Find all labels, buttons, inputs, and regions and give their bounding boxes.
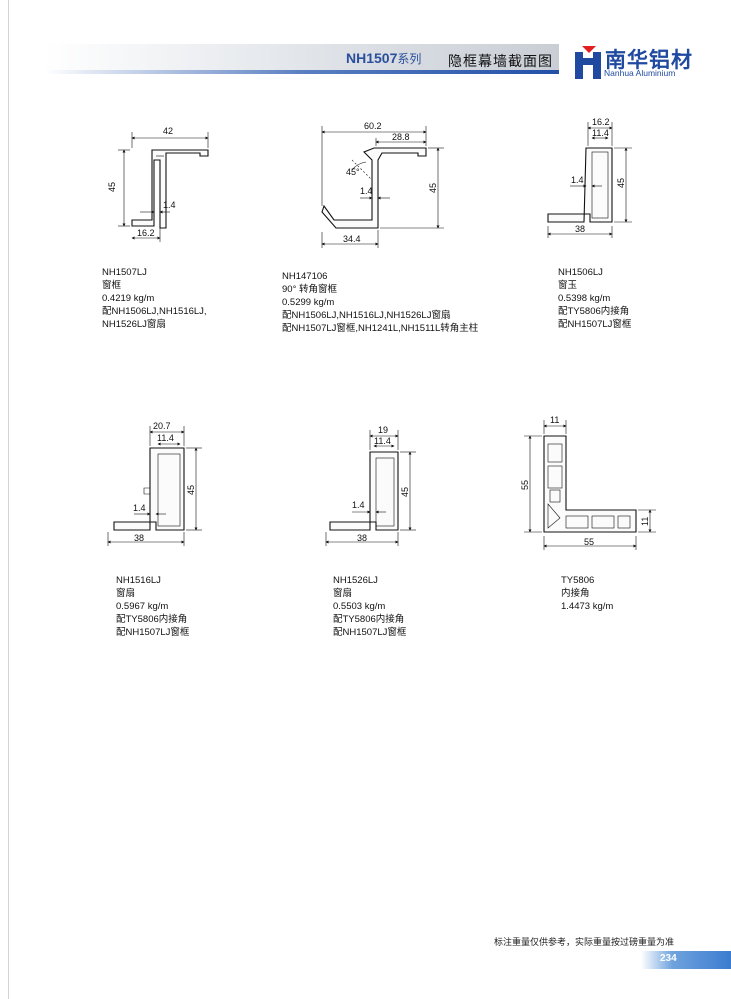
profile-code: TY5806	[561, 575, 595, 586]
dim-text: 45	[400, 487, 410, 497]
profile-nh147106-drawing	[321, 126, 444, 248]
dim-text: 45	[186, 485, 196, 495]
brand-name-cn: 南华铝材	[605, 49, 693, 72]
dim-text: 45	[616, 178, 626, 188]
profile-note: 配NH1506LJ,NH1516LJ,NH1526LJ窗扇	[282, 310, 451, 321]
profile-name: 90° 转角窗框	[282, 284, 338, 295]
profile-weight: 0.4219 kg/m	[102, 293, 155, 304]
series-label: NH1507系列	[346, 50, 421, 67]
profile-weight: 0.5967 kg/m	[116, 601, 169, 612]
dim-text: 1.4	[360, 186, 373, 196]
profile-ty5806-drawing	[524, 420, 656, 550]
series-code: NH1507	[346, 50, 398, 66]
dim-text: 11.4	[157, 433, 174, 443]
dim-text: 1.4	[133, 503, 146, 513]
profile-note: 配TY5806内接角	[558, 306, 630, 317]
profile-note: 配TY5806内接角	[333, 614, 405, 625]
dim-text: 1.4	[571, 175, 584, 185]
profile-nh1516lj-drawing	[107, 426, 202, 546]
dim-text: 60.2	[364, 121, 382, 131]
dim-text: 45°	[346, 167, 360, 177]
dim-text: 45	[428, 183, 438, 193]
dim-text: 11.4	[374, 436, 391, 446]
dim-text: 1.4	[163, 200, 176, 210]
dim-text: 55	[584, 537, 594, 547]
profile-note: NH1526LJ窗扇	[102, 319, 166, 330]
header-banner	[44, 44, 559, 74]
profile-weight: 1.4473 kg/m	[561, 601, 614, 612]
dim-text: 38	[357, 533, 367, 543]
dim-text: 42	[163, 126, 173, 136]
profile-code: NH147106	[282, 271, 328, 282]
profile-note: 配NH1506LJ,NH1516LJ,	[102, 306, 207, 317]
profile-weight: 0.5503 kg/m	[333, 601, 386, 612]
caption-nh1506lj: NH1506LJ 窗玉 0.5398 kg/m 配TY5806内接角 配NH15…	[558, 266, 631, 331]
profile-code: NH1526LJ	[333, 575, 378, 586]
page-number: 234	[660, 953, 677, 964]
profile-note: 配NH1507LJ窗框,NH1241L,NH1511L转角主柱	[282, 323, 479, 334]
caption-nh1526lj: NH1526LJ 窗扇 0.5503 kg/m 配TY5806内接角 配NH15…	[333, 574, 406, 639]
profile-code: NH1507LJ	[102, 267, 147, 278]
profile-name: 内接角	[561, 588, 590, 599]
profile-name: 窗玉	[558, 280, 578, 291]
profile-note: 配TY5806内接角	[116, 614, 188, 625]
profile-name: 窗扇	[333, 588, 353, 599]
weight-disclaimer: 标注重量仅供参考，实际重量按过磅重量为准	[494, 937, 675, 947]
dim-text: 19	[378, 425, 388, 435]
page-title: 隐框幕墙截面图	[448, 53, 553, 69]
profile-name: 窗框	[102, 280, 122, 291]
profile-nh1506lj-drawing	[547, 122, 632, 238]
dim-text: 11	[550, 415, 559, 425]
page-margin-line	[8, 0, 9, 999]
dim-text: 16.2	[137, 228, 155, 238]
dim-text: 11	[640, 517, 650, 526]
dim-text: 45	[107, 182, 117, 192]
profile-code: NH1506LJ	[558, 267, 603, 278]
profile-note: 配NH1507LJ窗框	[333, 627, 407, 638]
dim-text: 55	[520, 480, 530, 490]
dim-text: 1.4	[352, 500, 365, 510]
caption-nh147106: NH147106 90° 转角窗框 0.5299 kg/m 配NH1506LJ,…	[282, 270, 478, 335]
brand-logo-icon	[575, 46, 601, 79]
profile-name: 窗扇	[116, 588, 136, 599]
dim-text: 34.4	[343, 234, 361, 244]
profile-weight: 0.5299 kg/m	[282, 297, 335, 308]
dim-text: 20.7	[153, 421, 171, 431]
dim-text: 38	[134, 533, 144, 543]
page-number-bar	[641, 951, 731, 969]
header-accent-bar	[44, 70, 559, 74]
profile-weight: 0.5398 kg/m	[558, 293, 611, 304]
dim-text: 28.8	[392, 132, 410, 142]
profile-note: 配NH1507LJ窗框	[116, 627, 190, 638]
brand-name-en: Nanhua Aluminium	[604, 68, 676, 78]
profile-nh1526lj-drawing	[325, 430, 416, 546]
profile-code: NH1516LJ	[116, 575, 161, 586]
caption-nh1507lj: NH1507LJ 窗框 0.4219 kg/m 配NH1506LJ,NH1516…	[102, 266, 207, 331]
caption-ty5806: TY5806 内接角 1.4473 kg/m	[561, 574, 613, 613]
profile-note: 配NH1507LJ窗框	[558, 319, 632, 330]
dim-text: 16.2	[592, 117, 610, 127]
profile-nh1507lj-drawing	[118, 132, 209, 242]
series-suffix: 系列	[397, 52, 422, 66]
dim-text: 38	[575, 224, 585, 234]
caption-nh1516lj: NH1516LJ 窗扇 0.5967 kg/m 配TY5806内接角 配NH15…	[116, 574, 189, 639]
dim-text: 11.4	[592, 128, 609, 138]
